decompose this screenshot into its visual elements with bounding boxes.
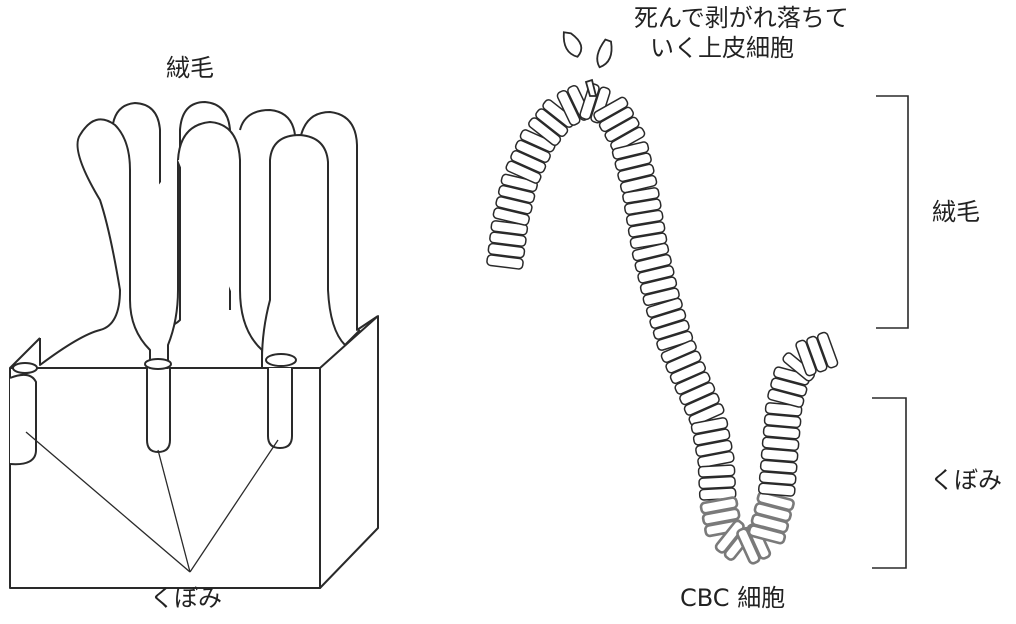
crypt-2 <box>268 368 292 448</box>
dying-cells-label-line2: いく上皮細胞 <box>650 34 794 62</box>
shedding-cells <box>560 28 616 96</box>
brackets <box>872 96 908 568</box>
cbc-cells-label: CBC 細胞 <box>680 584 785 612</box>
villi-label-left: 絨毛 <box>166 54 214 82</box>
shedding-cell-2 <box>594 39 616 70</box>
crypt-opening-1 <box>145 359 171 369</box>
villi-bracket <box>876 96 908 328</box>
villi-label-right: 絨毛 <box>932 198 980 226</box>
villi-group <box>13 102 378 373</box>
crypt-opening-2 <box>266 354 296 366</box>
crypt-opening-edge <box>13 363 37 373</box>
crypt-label-left: くぼみ <box>150 584 222 612</box>
epithelium-cells <box>486 83 838 565</box>
crypt-edge-left <box>10 375 36 464</box>
block-right-face <box>320 316 378 588</box>
tissue-block <box>10 316 378 588</box>
crypt-1 <box>147 368 170 452</box>
crypt-label-right: くぼみ <box>930 466 1002 494</box>
shedding-cell-1 <box>560 28 585 60</box>
crypt-bracket <box>872 398 906 568</box>
epithelial-cell <box>699 476 735 488</box>
dying-cells-label-line1: 死んで剥がれ落ちて <box>634 4 849 32</box>
epithelial-cell <box>698 465 734 477</box>
